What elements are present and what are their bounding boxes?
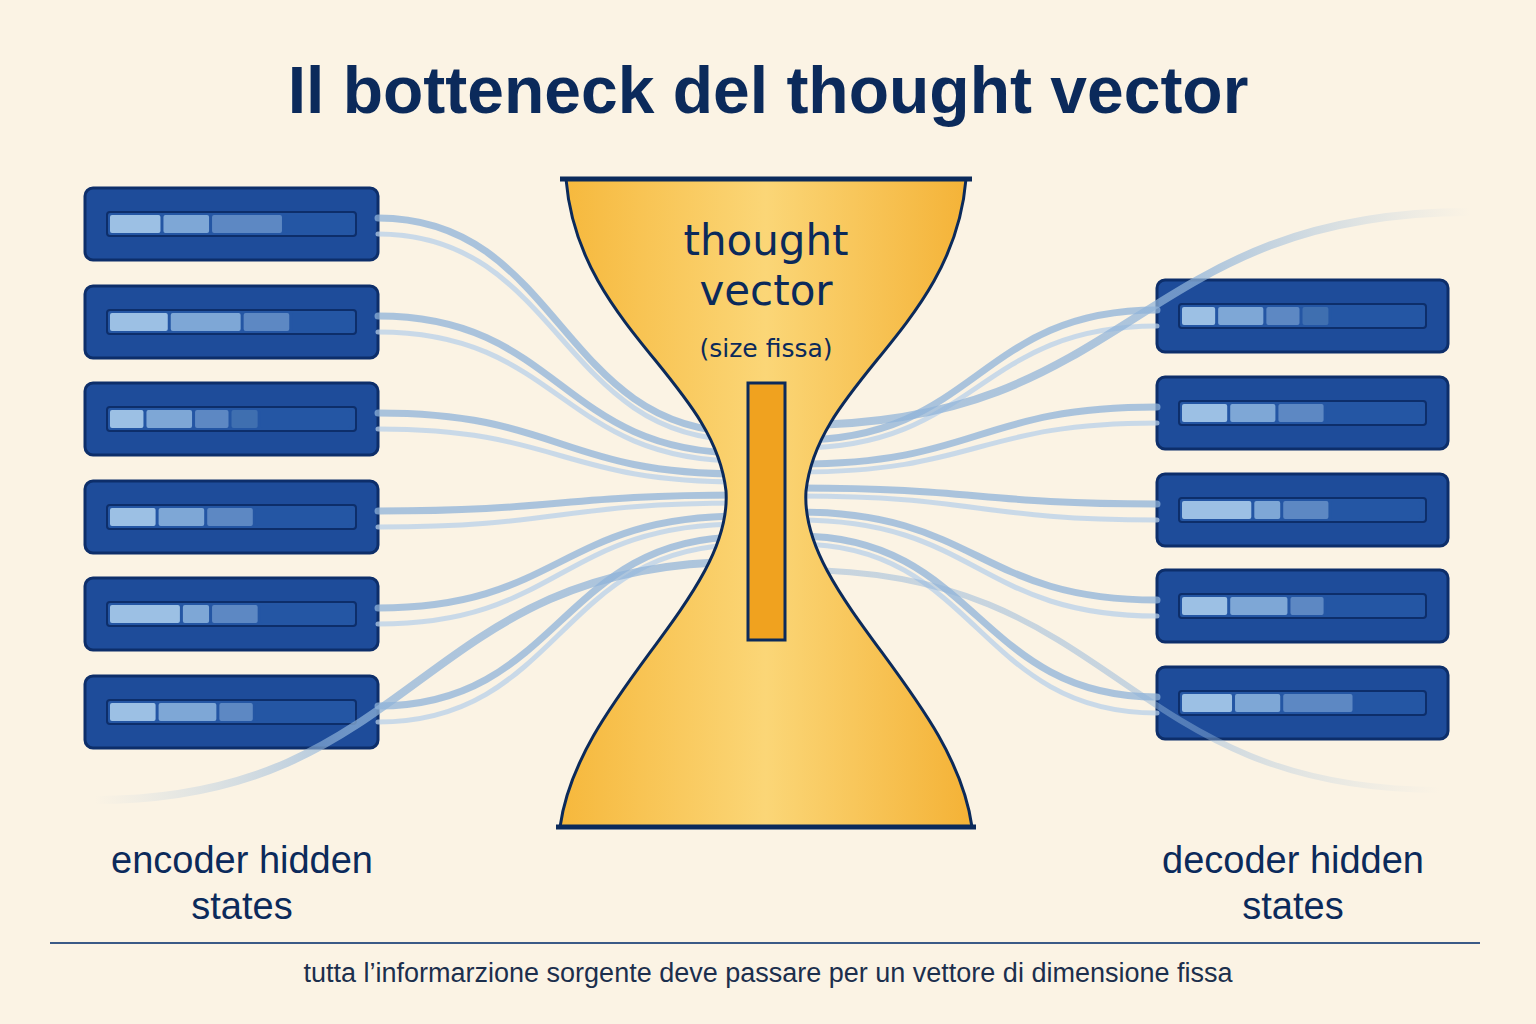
vector-segment xyxy=(261,410,350,428)
vector-segment xyxy=(110,703,156,721)
vector-segment xyxy=(1266,307,1299,325)
vector-segment xyxy=(110,215,160,233)
vector-segment xyxy=(292,313,350,331)
hourglass-rim xyxy=(556,825,976,830)
caption: tutta l’informarzione sorgente deve pass… xyxy=(0,958,1536,989)
vector-segment xyxy=(1182,404,1227,422)
flow-strand xyxy=(378,413,742,474)
vector-segment xyxy=(171,313,241,331)
hidden-state-box xyxy=(1157,377,1448,449)
hidden-state-box xyxy=(85,286,378,358)
hidden-state-box xyxy=(1157,474,1448,546)
vector-segment xyxy=(244,313,290,331)
fixed-size-vector xyxy=(748,383,785,640)
hourglass-rim xyxy=(560,177,972,182)
vector-segment xyxy=(212,215,282,233)
vector-segment xyxy=(159,703,217,721)
vector-segment xyxy=(159,508,205,526)
title: Il botteneck del thought vector xyxy=(0,52,1536,128)
vector-segment xyxy=(256,703,350,721)
vector-bar xyxy=(107,212,356,236)
vector-segment xyxy=(1230,404,1275,422)
vector-segment xyxy=(1182,501,1251,519)
vector-segment xyxy=(1182,597,1227,615)
vector-segment xyxy=(1254,501,1280,519)
hidden-state-box xyxy=(85,578,378,650)
vector-segment xyxy=(1331,307,1420,325)
hidden-state-box xyxy=(85,383,378,455)
vector-segment xyxy=(110,410,143,428)
flow-strand xyxy=(798,407,1157,464)
vector-segment xyxy=(163,215,209,233)
vector-bar xyxy=(107,602,356,626)
vector-segment xyxy=(1283,501,1328,519)
vector-bar xyxy=(107,310,356,334)
vector-segment xyxy=(212,605,258,623)
vector-segment xyxy=(1182,694,1232,712)
vector-segment xyxy=(232,410,258,428)
flow-strand xyxy=(378,503,742,527)
vector-bar xyxy=(1179,498,1426,522)
vector-segment xyxy=(207,508,253,526)
vector-segment xyxy=(146,410,192,428)
flow-strand xyxy=(798,423,1157,472)
node-note: (size fissa) xyxy=(646,334,886,364)
vector-bar xyxy=(107,700,356,724)
vector-segment xyxy=(261,605,350,623)
thought-vector-hourglass: thought vector (size fissa) xyxy=(556,176,976,830)
hidden-state-box xyxy=(1157,667,1448,739)
vector-segment xyxy=(1230,597,1287,615)
vector-segment xyxy=(110,605,180,623)
vector-segment xyxy=(1290,597,1323,615)
vector-bar xyxy=(1179,594,1426,618)
vector-segment xyxy=(1356,694,1420,712)
hidden-state-box xyxy=(1157,280,1448,352)
hidden-state-box xyxy=(85,481,378,553)
vector-segment xyxy=(195,410,228,428)
vector-segment xyxy=(219,703,252,721)
vector-bar xyxy=(1179,401,1426,425)
hidden-state-box xyxy=(1157,570,1448,642)
vector-bar xyxy=(107,505,356,529)
section-label: encoder hidden states xyxy=(77,838,407,929)
vector-segment xyxy=(1218,307,1263,325)
vector-segment xyxy=(183,605,209,623)
hidden-state-box xyxy=(85,188,378,260)
vector-segment xyxy=(1182,307,1215,325)
vector-segment xyxy=(256,508,350,526)
vector-segment xyxy=(1278,404,1323,422)
vector-segment xyxy=(1235,694,1280,712)
vector-segment xyxy=(110,313,168,331)
vector-segment xyxy=(1327,404,1420,422)
vector-bar xyxy=(1179,691,1426,715)
vector-bar xyxy=(1179,304,1426,328)
divider-line xyxy=(50,942,1480,944)
hourglass-outline xyxy=(560,179,972,827)
vector-segment xyxy=(1303,307,1329,325)
vector-segment xyxy=(1327,597,1420,615)
vector-bar xyxy=(107,407,356,431)
flow-strand xyxy=(378,429,742,482)
node-heading: thought vector xyxy=(646,216,886,317)
vector-segment xyxy=(110,508,156,526)
vector-segment xyxy=(1331,501,1420,519)
vector-segment xyxy=(1283,694,1352,712)
section-label: decoder hidden states xyxy=(1128,838,1458,929)
vector-segment xyxy=(285,215,350,233)
